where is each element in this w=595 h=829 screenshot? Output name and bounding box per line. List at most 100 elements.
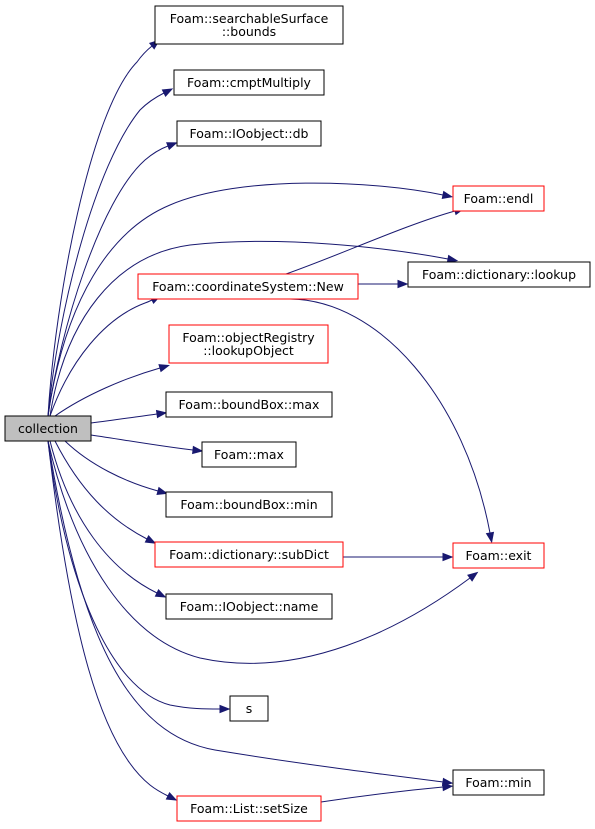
edges-layer: [47, 39, 495, 803]
node-s[interactable]: s: [229, 695, 269, 722]
node-box: [201, 441, 297, 468]
edge-line: [47, 45, 153, 417]
node-box: [176, 120, 322, 147]
node-max[interactable]: Foam::max: [201, 441, 297, 468]
node-box: [165, 593, 333, 620]
node-label: Foam::min: [465, 775, 531, 790]
node-dictionary_lookup[interactable]: Foam::dictionary::lookup: [407, 261, 591, 288]
node-objectRegistry_lookupObject[interactable]: Foam::objectRegistry::lookupObject: [168, 324, 329, 364]
node-box: [137, 273, 359, 300]
edge-line: [285, 210, 456, 275]
edge-arrowhead: [485, 531, 495, 544]
edge-line: [320, 786, 444, 803]
edge-line: [49, 440, 158, 594]
edge-collection-to-objectRegistry_lookupObject: [54, 364, 170, 417]
edge-line: [289, 298, 491, 534]
node-label: s: [246, 701, 253, 716]
node-label: Foam::IOobject::name: [180, 599, 319, 614]
edge-collection-to-IOobject_db: [47, 142, 178, 417]
node-coordinateSystem_New[interactable]: Foam::coordinateSystem::New: [137, 273, 359, 300]
edge-line: [54, 440, 148, 540]
node-IOobject_db[interactable]: Foam::IOobject::db: [176, 120, 322, 147]
edge-arrowhead: [442, 552, 454, 562]
edge-coordinateSystem_New-to-exit: [289, 298, 495, 544]
node-box: [165, 491, 333, 518]
node-label: Foam::dictionary::subDict: [169, 547, 329, 562]
edge-arrowhead: [166, 142, 178, 151]
edge-coordinateSystem_New-to-dictionary_lookup: [358, 279, 409, 289]
edge-arrowhead: [156, 486, 169, 495]
node-box: [154, 541, 344, 568]
node-boundBox_max[interactable]: Foam::boundBox::max: [165, 391, 333, 418]
node-label: Foam::objectRegistry: [182, 330, 315, 345]
edge-collection-to-List_setSize: [47, 440, 178, 801]
node-label: Foam::IOobject::db: [190, 126, 309, 141]
node-label: Foam::coordinateSystem::New: [152, 279, 344, 294]
node-List_setSize[interactable]: Foam::List::setSize: [176, 795, 322, 822]
nodes-layer: collection Foam::searchableSurface::bound…: [4, 5, 591, 822]
edge-collection-to-coordinateSystem_New: [49, 295, 162, 417]
edge-line: [54, 367, 161, 417]
edge-collection-to-endl: [47, 182, 454, 417]
node-cmptMultiply[interactable]: Foam::cmptMultiply: [173, 69, 325, 96]
node-min[interactable]: Foam::min: [452, 769, 545, 796]
node-exit[interactable]: Foam::exit: [452, 542, 545, 569]
node-box: [229, 695, 269, 722]
node-collection: collection: [4, 415, 92, 442]
node-label: ::bounds: [222, 24, 276, 39]
node-label: Foam::cmptMultiply: [187, 75, 311, 90]
node-box: [452, 185, 545, 212]
edge-line: [90, 413, 158, 424]
edge-arrowhead: [155, 409, 168, 419]
node-endl[interactable]: Foam::endl: [452, 185, 545, 212]
edge-collection-to-s: [47, 440, 231, 714]
edge-collection-to-boundBox_min: [64, 440, 169, 495]
edge-arrowhead: [446, 254, 459, 264]
edge-arrowhead: [219, 704, 231, 714]
edge-line: [47, 440, 471, 664]
edge-dictionary_subDict-to-exit: [342, 552, 454, 562]
node-box: [452, 769, 545, 796]
node-label: Foam::List::setSize: [190, 801, 308, 816]
edge-line: [47, 440, 444, 783]
node-box: [168, 324, 329, 364]
edge-line: [90, 434, 194, 451]
edge-arrowhead: [192, 445, 204, 455]
edge-line: [47, 145, 169, 417]
edge-collection-to-searchableSurface_bounds: [47, 39, 161, 417]
edge-arrowhead: [158, 364, 170, 373]
node-label: Foam::searchableSurface: [170, 11, 329, 26]
edge-collection-to-boundBox_max: [90, 409, 168, 424]
node-boundBox_min[interactable]: Foam::boundBox::min: [165, 491, 333, 518]
node-box: [154, 5, 344, 45]
node-label: Foam::dictionary::lookup: [422, 267, 576, 282]
node-label: Foam::endl: [464, 191, 534, 206]
edge-collection-to-max: [90, 434, 204, 455]
edge-arrowhead: [161, 88, 174, 98]
node-box: [452, 542, 545, 569]
node-label: collection: [18, 421, 78, 436]
node-IOobject_name[interactable]: Foam::IOobject::name: [165, 593, 333, 620]
node-box: [4, 415, 92, 442]
edge-collection-to-IOobject_name: [49, 440, 167, 598]
edge-arrowhead: [154, 588, 167, 598]
node-label: ::lookupObject: [203, 343, 294, 358]
edge-List_setSize-to-min: [320, 782, 454, 803]
node-searchableSurface_bounds[interactable]: Foam::searchableSurface::bounds: [154, 5, 344, 45]
edge-collection-to-exit: [47, 440, 479, 664]
edge-line: [49, 299, 153, 417]
edge-line: [49, 240, 449, 417]
edge-line: [64, 440, 159, 492]
edge-arrowhead: [397, 279, 409, 289]
edge-arrowhead: [467, 571, 479, 582]
edge-collection-to-dictionary_subDict: [54, 440, 157, 544]
node-box: [173, 69, 325, 96]
edge-line: [47, 440, 221, 710]
node-label: Foam::exit: [466, 548, 532, 563]
node-label: Foam::boundBox::max: [179, 397, 320, 412]
edge-arrowhead: [441, 190, 454, 200]
node-box: [165, 391, 333, 418]
edge-collection-to-cmptMultiply: [47, 88, 174, 417]
node-dictionary_subDict[interactable]: Foam::dictionary::subDict: [154, 541, 344, 568]
